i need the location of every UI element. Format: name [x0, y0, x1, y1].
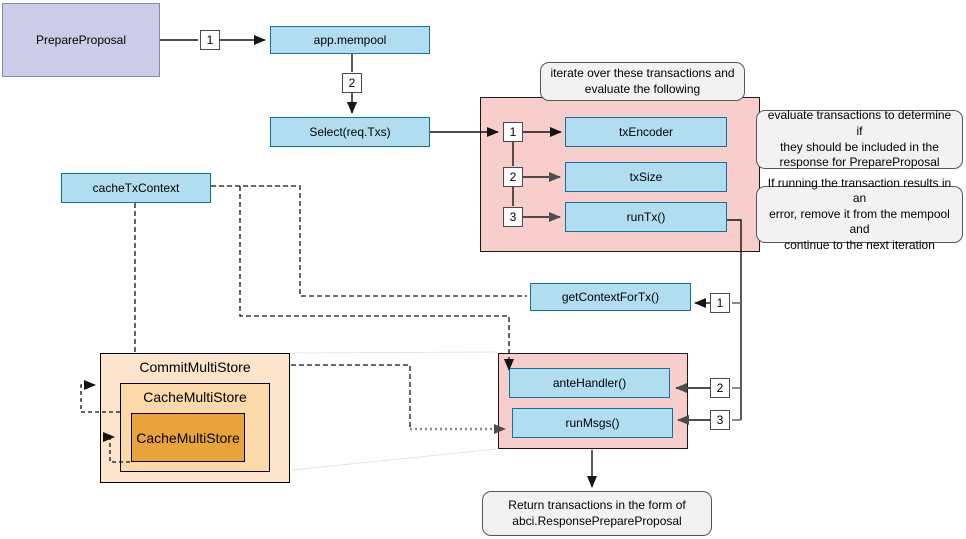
callout-iterate: iterate over these transactions and eval…: [540, 62, 745, 101]
badge-flow-1: 1: [200, 30, 220, 50]
node-run-tx: runTx(): [565, 202, 727, 232]
badge-iter-2: 2: [503, 167, 523, 187]
dashed-commitstore-elbow: [291, 364, 411, 429]
badge-flow-2: 2: [342, 73, 362, 93]
badge-run-2: 2: [710, 378, 730, 398]
badge-run-1: 1: [710, 293, 730, 313]
node-prepare-proposal: PrepareProposal: [2, 3, 160, 77]
cone-line-bottom: [291, 448, 498, 471]
node-get-context-for-tx: getContextForTx(): [530, 283, 691, 311]
cone-line-top: [291, 351, 498, 354]
node-select-req-txs: Select(req.Txs): [270, 117, 430, 147]
node-cache-tx-context: cacheTxContext: [61, 173, 211, 203]
node-tx-size: txSize: [565, 162, 727, 192]
node-app-mempool: app.mempool: [270, 26, 430, 54]
node-tx-encoder: txEncoder: [565, 117, 727, 147]
badge-iter-3: 3: [503, 207, 523, 227]
cache-multi-store-inner-box: CacheMultiStore: [131, 413, 245, 462]
callout-return: Return transactions in the form of abci.…: [482, 491, 712, 536]
commit-multi-store-label: CommitMultiStore: [139, 359, 251, 375]
cache-multi-store-inner-label: CacheMultiStore: [136, 429, 240, 446]
dashed-cachetxcontext-to-antehandler: [239, 186, 514, 371]
badge-iter-1: 1: [503, 122, 523, 142]
callout-error: If running the transaction results in an…: [756, 176, 963, 252]
node-ante-handler: anteHandler(): [509, 368, 670, 398]
callout-evaluate: evaluate transactions to determine if th…: [756, 108, 963, 169]
cache-multi-store-label: CacheMultiStore: [143, 389, 247, 405]
node-run-msgs: runMsgs(): [512, 408, 673, 438]
badge-run-3: 3: [710, 410, 730, 430]
